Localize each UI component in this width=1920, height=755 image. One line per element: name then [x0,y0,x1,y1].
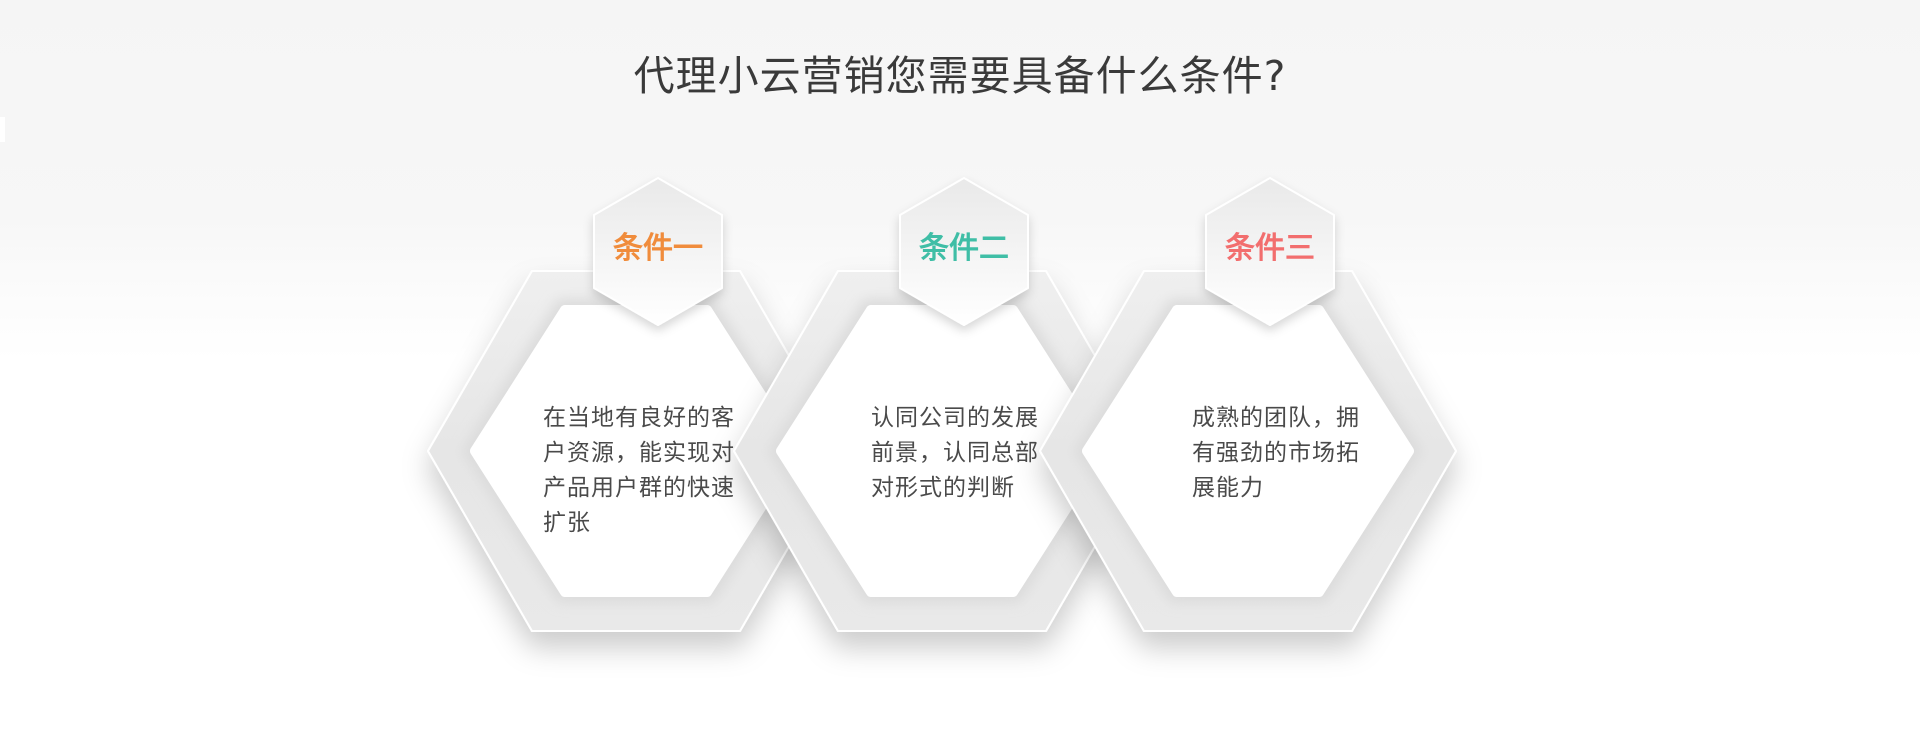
hexagon-ring-1 [427,270,845,632]
card-2-description: 认同公司的发展前景，认同总部对形式的判断 [871,405,1039,501]
hexagon-badge-1 [593,177,723,326]
card-3-label: 条件三 [1225,231,1315,266]
card-1-label: 条件一 [613,231,703,266]
hexagon-badge-2 [899,177,1029,326]
hexagon-ring-3 [1039,270,1457,632]
card-3-description: 成熟的团队，拥有强劲的市场拓展能力 [1192,405,1360,501]
card-2-label: 条件二 [919,231,1009,266]
hexagon-badge-3 [1205,177,1335,326]
card-1-description: 在当地有良好的客户资源，能实现对产品用户群的快速扩张 [543,405,735,536]
page-title: 代理小云营销您需要具备什么条件? [633,52,1287,100]
edge-marker [0,117,5,142]
hexagon-ring-2 [733,270,1151,632]
